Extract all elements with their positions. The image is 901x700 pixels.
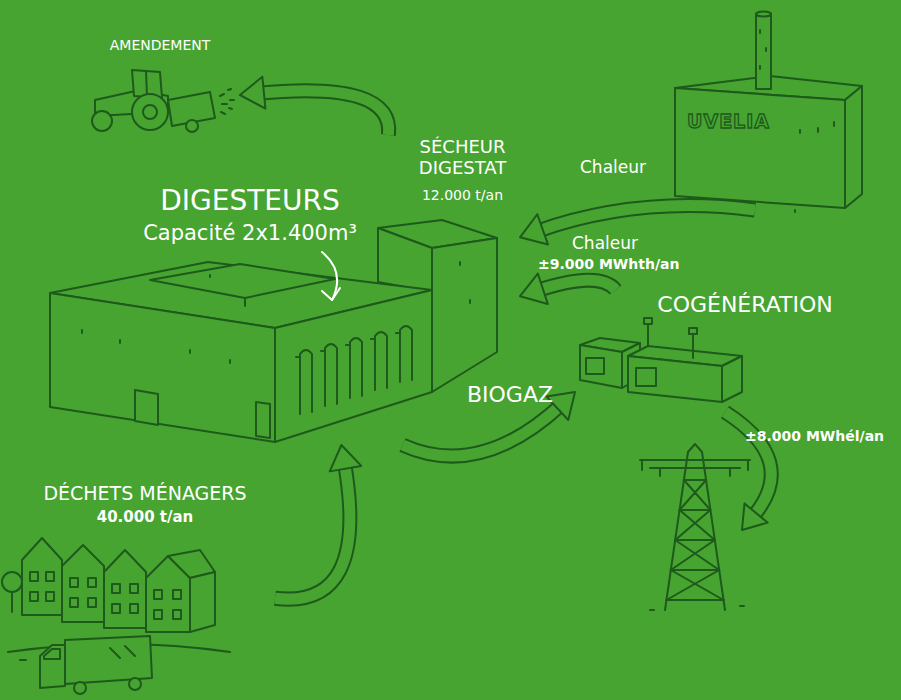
truck-window <box>44 649 60 659</box>
roof-line <box>244 298 246 306</box>
tractor-node: AMENDEMENT <box>80 35 240 135</box>
arrow-outline <box>537 206 755 232</box>
arrow-outline <box>725 412 771 516</box>
incinerator-drawing <box>675 12 862 213</box>
door <box>135 390 158 425</box>
node-text: COGÉNÉRATION <box>625 292 865 317</box>
pipes <box>300 326 412 414</box>
node-text: 12.000 t/an <box>400 187 525 203</box>
arrow-band <box>403 404 562 456</box>
incinerator-node: UVELIA <box>665 15 865 210</box>
tree-trunk <box>11 590 13 612</box>
arrow-outline <box>403 404 562 456</box>
quantity-note: ±9.000 MWhth/an <box>538 256 688 272</box>
exhaust-cap <box>644 318 652 324</box>
wall <box>845 86 862 208</box>
pylon-arms <box>640 460 750 476</box>
house <box>62 545 104 622</box>
spray-marks <box>220 89 234 114</box>
tree-crown <box>2 572 22 592</box>
truck-cab <box>40 645 65 688</box>
tractor-hub <box>143 105 157 119</box>
houses-drawing <box>2 538 230 694</box>
spreader-wheel <box>186 120 198 132</box>
tractor-drawing <box>92 70 234 132</box>
wall <box>432 238 497 392</box>
arrow-band <box>537 206 755 232</box>
truck-marks <box>110 646 135 658</box>
node-text: DIGESTEURS <box>130 185 370 217</box>
texture-marks <box>760 30 834 212</box>
arrow-band <box>725 412 771 516</box>
arrow-band <box>537 280 615 290</box>
truck-wheel <box>129 678 141 690</box>
wall <box>275 290 432 442</box>
pylon-drawing <box>640 444 750 610</box>
unit-front <box>580 345 622 388</box>
pylon-bracing <box>667 480 724 600</box>
flow-label: Chaleur <box>560 234 650 254</box>
node-text: DÉCHETS MÉNAGERS <box>15 483 275 505</box>
windows <box>30 572 181 619</box>
pylon-top <box>650 444 744 610</box>
door <box>256 402 270 438</box>
household-waste: DÉCHETS MÉNAGERS 40.000 t/an <box>15 480 275 695</box>
cogeneration-drawing <box>580 318 742 402</box>
chimney <box>756 14 771 89</box>
tractor-wheel <box>92 111 112 131</box>
chimney-top <box>756 12 771 17</box>
node-text: SÉCHEUR DIGESTAT <box>400 137 525 178</box>
unit-side <box>722 356 742 402</box>
building-sign: UVELIA <box>687 111 807 133</box>
arrow-band <box>258 91 389 135</box>
flow-label: Chaleur <box>568 158 658 178</box>
wall <box>675 88 845 208</box>
truck-wheel <box>74 682 86 694</box>
arrow-outline <box>275 463 350 599</box>
texture-marks <box>82 262 470 363</box>
roof-section <box>150 264 335 298</box>
flow-label: BIOGAZ <box>455 382 565 407</box>
digester-building-drawing <box>50 220 497 442</box>
arrow-head <box>520 214 548 244</box>
house <box>104 550 146 628</box>
wall <box>378 228 432 292</box>
arrow-head <box>330 445 362 471</box>
cogeneration-unit: COGÉNÉRATION <box>575 290 865 410</box>
wall <box>190 572 215 632</box>
arrow-outline <box>258 91 389 135</box>
exhaust-cap <box>689 328 697 334</box>
flow-arrow <box>520 274 616 304</box>
pipe-feeds <box>296 333 400 357</box>
node-text: AMENDEMENT <box>80 37 240 53</box>
node-text: 40.000 t/an <box>15 509 275 526</box>
unit-panel <box>586 358 604 374</box>
digester-building: DIGESTEURSCapacité 2x1.400m³SÉCHEUR DIGE… <box>50 135 520 445</box>
node-text: Capacité 2x1.400m³ <box>115 221 385 245</box>
flow-arrow <box>275 445 361 599</box>
house <box>22 538 62 615</box>
arrow-band <box>275 463 350 599</box>
quantity-note: ±8.000 MWhél/an <box>745 428 901 444</box>
pointer-head <box>322 288 340 300</box>
pylon-legs <box>665 452 725 610</box>
wall <box>50 293 275 442</box>
tractor-wheel <box>132 94 168 130</box>
tractor-cab-line <box>146 71 147 97</box>
flow-arrow <box>240 77 389 135</box>
pointer-arrow <box>322 252 340 300</box>
arrow-head <box>240 77 265 109</box>
pylon-bracing <box>667 480 724 600</box>
arrow-head <box>520 274 548 304</box>
unit-panel <box>636 368 656 386</box>
arrow-outline <box>537 280 615 290</box>
truck-body <box>65 636 152 684</box>
unit-front <box>628 356 722 402</box>
arrow-head <box>742 503 768 530</box>
